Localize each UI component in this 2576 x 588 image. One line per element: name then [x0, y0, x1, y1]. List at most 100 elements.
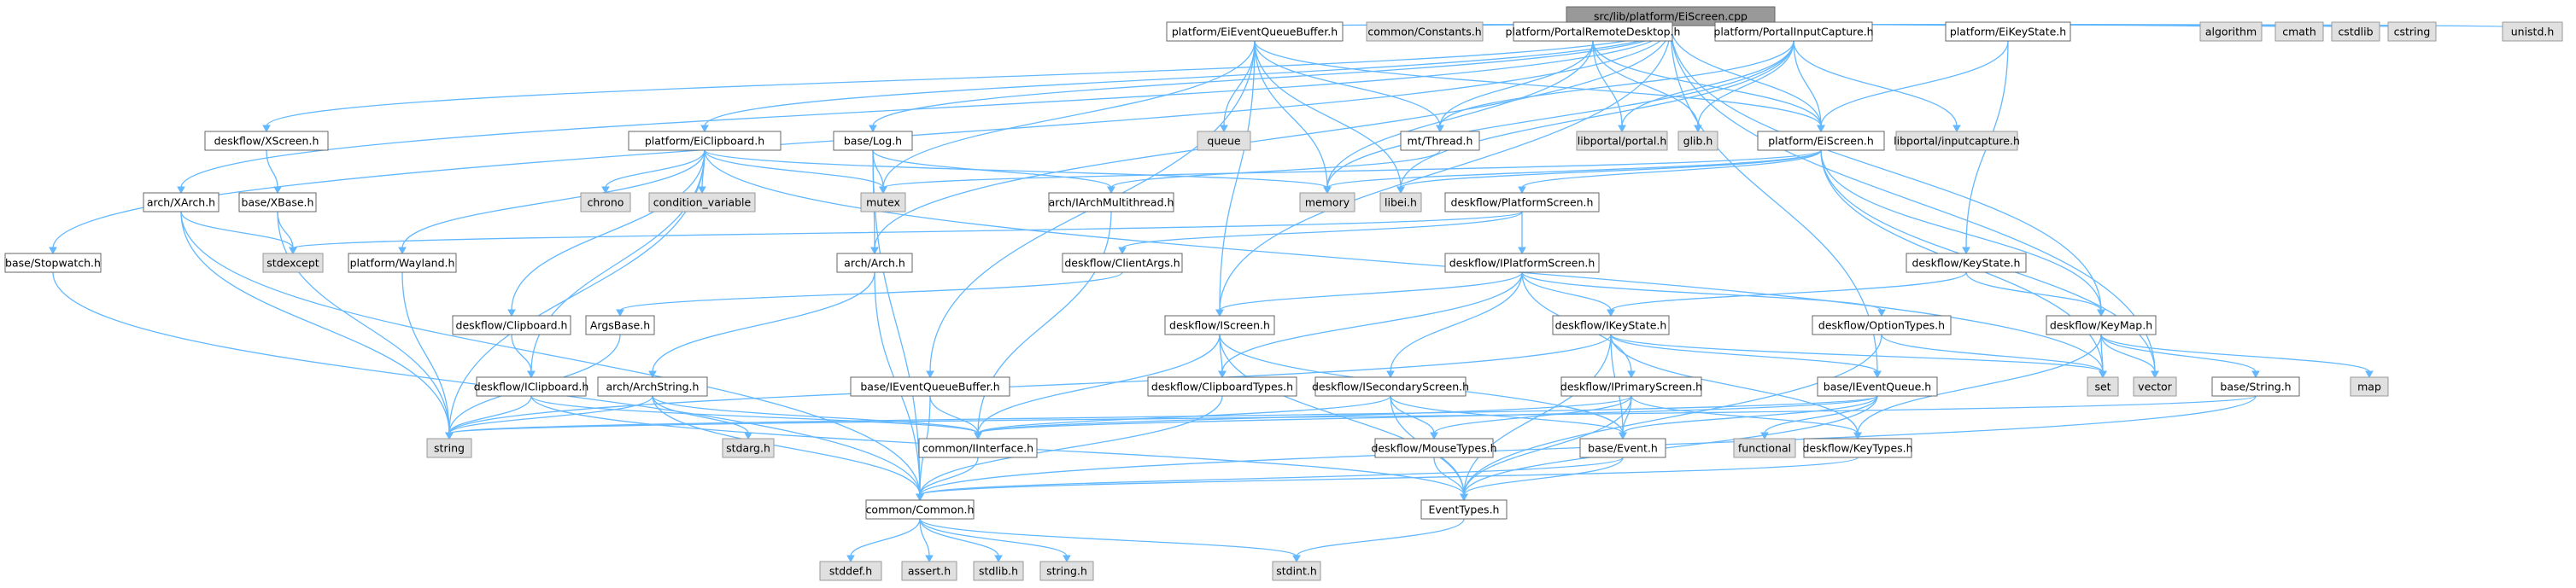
- include-edge: [1610, 334, 2104, 373]
- include-edge: [1881, 334, 2104, 373]
- node-arch[interactable]: arch/Arch.h: [836, 253, 913, 273]
- node-cstring: cstring: [2387, 21, 2437, 42]
- node-archmultithread[interactable]: arch/IArchMultithread.h: [1048, 192, 1174, 212]
- include-edge: [919, 518, 999, 557]
- node-eieventqueuebuffer[interactable]: platform/EiEventQueueBuffer.h: [1166, 21, 1344, 42]
- include-edge: [1820, 149, 2102, 311]
- node-clipboard[interactable]: deskflow/Clipboard.h: [452, 315, 571, 335]
- node-iscreen[interactable]: deskflow/IScreen.h: [1164, 315, 1275, 335]
- node-xarch[interactable]: arch/XArch.h: [143, 192, 220, 212]
- node-common[interactable]: common/Common.h: [865, 499, 975, 520]
- node-ieventqueuebuffer[interactable]: base/IEventQueueBuffer.h: [850, 376, 1010, 397]
- node-eventtypes[interactable]: EventTypes.h: [1420, 499, 1508, 520]
- node-event[interactable]: base/Event.h: [1579, 438, 1666, 458]
- node-clipboardtypes[interactable]: deskflow/ClipboardTypes.h: [1147, 376, 1297, 397]
- node-ieventqueue[interactable]: base/IEventQueue.h: [1817, 376, 1938, 397]
- node-box: [1560, 376, 1702, 397]
- node-eiscreenh[interactable]: platform/EiScreen.h: [1757, 131, 1885, 151]
- include-edge: [448, 395, 2257, 434]
- node-box: [1812, 315, 1952, 335]
- include-edge: [1610, 271, 1967, 311]
- include-edge: [1254, 40, 1328, 189]
- edge-arrowhead: [879, 186, 887, 195]
- edge-arrowhead: [601, 186, 610, 195]
- node-mutex: mutex: [860, 192, 906, 212]
- node-stdexcept: stdexcept: [262, 253, 324, 273]
- node-label: stdlib.h: [979, 565, 1018, 578]
- edge-arrowhead: [1619, 432, 1627, 440]
- node-mtthread[interactable]: mt/Thread.h: [1400, 131, 1480, 151]
- node-box: [2211, 376, 2300, 397]
- edge-arrowhead: [507, 309, 516, 317]
- node-archstring[interactable]: arch/ArchString.h: [597, 376, 708, 397]
- node-box: [1714, 21, 1873, 42]
- node-eiclipboard[interactable]: platform/EiClipboard.h: [628, 131, 782, 151]
- node-label: deskflow/ISecondaryScreen.h: [1312, 381, 1469, 393]
- node-ikeystate[interactable]: deskflow/IKeyState.h: [1552, 315, 1670, 335]
- include-edge: [1254, 40, 1441, 127]
- edge-arrowhead: [1220, 125, 1228, 133]
- node-keytypes[interactable]: deskflow/KeyTypes.h: [1802, 438, 1913, 458]
- include-edge: [919, 518, 1297, 557]
- node-glib: glib.h: [1677, 131, 1718, 151]
- include-edge: [652, 395, 749, 434]
- node-eikeystate[interactable]: platform/EiKeyState.h: [1945, 21, 2071, 42]
- edge-arrowhead: [262, 125, 271, 133]
- node-label: platform/PortalInputCapture.h: [1713, 26, 1873, 38]
- edge-arrowhead: [273, 186, 282, 195]
- node-box: [1062, 253, 1183, 273]
- node-stopwatch[interactable]: base/Stopwatch.h: [4, 253, 102, 273]
- node-portalremotedesktop[interactable]: platform/PortalRemoteDesktop.h: [1506, 21, 1681, 42]
- node-functional: functional: [1733, 438, 1796, 458]
- node-basestring[interactable]: base/String.h: [2211, 376, 2300, 397]
- include-edge: [1670, 25, 1878, 373]
- node-label: ArgsBase.h: [590, 319, 650, 332]
- node-xscreen[interactable]: deskflow/XScreen.h: [204, 131, 329, 151]
- node-platformscreen[interactable]: deskflow/PlatformScreen.h: [1444, 192, 1600, 212]
- node-iprimaryscreen[interactable]: deskflow/IPrimaryScreen.h: [1560, 376, 1702, 397]
- node-optiontypes[interactable]: deskflow/OptionTypes.h: [1812, 315, 1952, 335]
- node-string: string: [426, 438, 472, 458]
- node-iplatformscreen[interactable]: deskflow/IPlatformScreen.h: [1444, 253, 1600, 273]
- include-edge: [1521, 271, 1882, 311]
- node-assert: assert.h: [901, 561, 957, 581]
- edge-arrowhead: [744, 432, 752, 440]
- node-mousetypes[interactable]: deskflow/MouseTypes.h: [1371, 438, 1497, 458]
- node-label: platform/EiClipboard.h: [645, 135, 764, 148]
- node-keystate[interactable]: deskflow/KeyState.h: [1906, 253, 2027, 273]
- node-box: [628, 131, 782, 151]
- node-label: map: [2357, 381, 2381, 393]
- include-edge: [1296, 518, 1465, 557]
- edge-arrowhead: [1607, 309, 1615, 317]
- node-keymap[interactable]: deskflow/KeyMap.h: [2046, 315, 2157, 335]
- node-label: libei.h: [1385, 196, 1417, 209]
- include-edge: [511, 149, 705, 311]
- node-label: functional: [1738, 442, 1791, 455]
- node-iinterface[interactable]: common/IInterface.h: [918, 438, 1038, 458]
- node-root[interactable]: src/lib/platform/EiScreen.cpp: [1566, 6, 1776, 26]
- node-portalinputcapture[interactable]: platform/PortalInputCapture.h: [1713, 21, 1874, 42]
- include-edge: [448, 334, 1612, 434]
- node-wayland[interactable]: platform/Wayland.h: [348, 253, 457, 273]
- node-box: [204, 131, 329, 151]
- node-label: deskflow/IPlatformScreen.h: [1449, 257, 1595, 270]
- node-iclipboard[interactable]: deskflow/IClipboard.h: [474, 376, 589, 397]
- node-condvar: condition_variable: [648, 192, 756, 212]
- node-clientargs[interactable]: deskflow/ClientArgs.h: [1062, 253, 1183, 273]
- node-isecondaryscreen[interactable]: deskflow/ISecondaryScreen.h: [1312, 376, 1469, 397]
- edge-arrowhead: [616, 309, 624, 317]
- node-label: libportal/portal.h: [1578, 135, 1667, 148]
- node-label: vector: [2138, 381, 2173, 393]
- include-edge: [652, 271, 875, 373]
- node-label: base/XBase.h: [242, 196, 314, 209]
- node-log[interactable]: base/Log.h: [833, 131, 913, 151]
- node-label: common/Common.h: [866, 504, 975, 516]
- node-label: base/String.h: [2220, 381, 2291, 393]
- node-libportal: libportal/portal.h: [1576, 131, 1668, 151]
- node-xbase[interactable]: base/XBase.h: [238, 192, 317, 212]
- node-argsbase[interactable]: ArgsBase.h: [585, 315, 655, 335]
- include-edge: [1592, 40, 1822, 127]
- include-edge: [1254, 40, 1822, 127]
- node-libei: libei.h: [1379, 192, 1422, 212]
